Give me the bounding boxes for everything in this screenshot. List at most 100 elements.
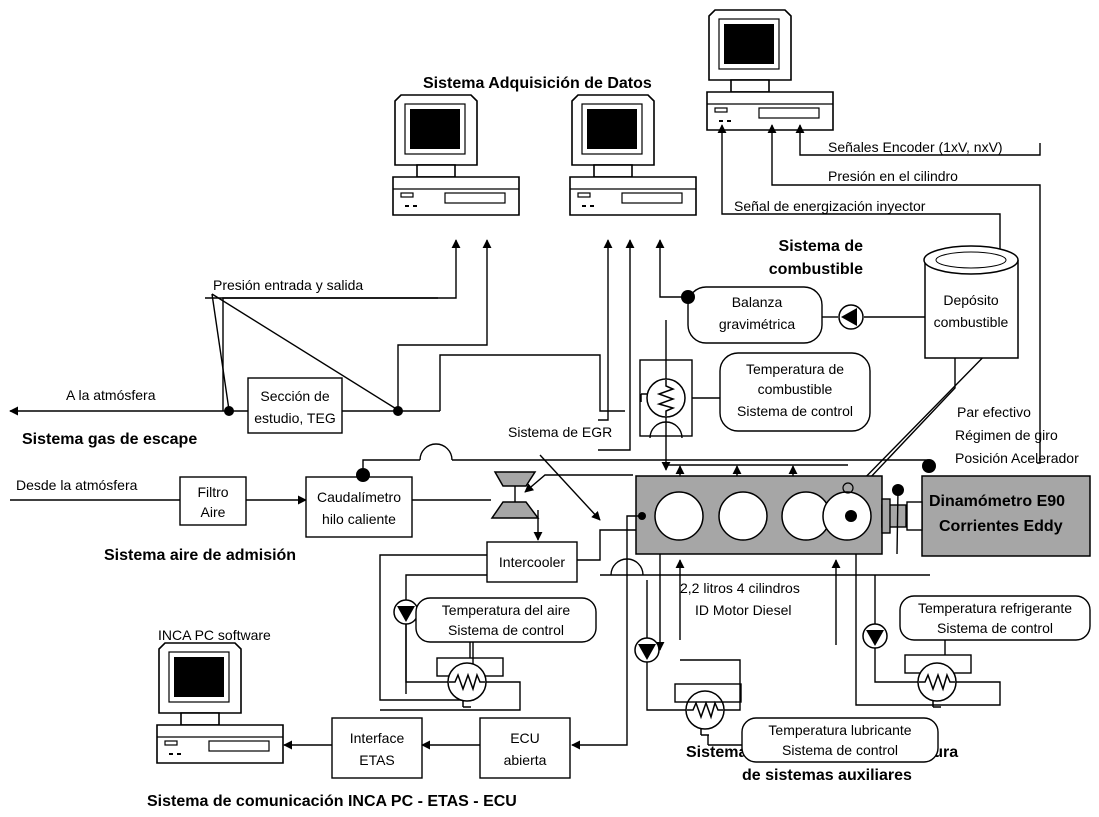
air-filter-box xyxy=(179,476,247,526)
pump-icon xyxy=(838,304,864,330)
fuel-temp-signal-line xyxy=(598,239,635,451)
intercooler-box xyxy=(486,541,578,583)
tank-label: combustible xyxy=(934,314,1009,330)
engine-to-ecu-line xyxy=(571,515,642,750)
label-to-atmosphere: A la atmósfera xyxy=(66,387,156,403)
egr-signal-line xyxy=(598,239,613,421)
etas-interface-box xyxy=(331,717,423,779)
computer-icon xyxy=(392,94,520,216)
pressure-pointer-line xyxy=(211,293,230,411)
pressure-sensor xyxy=(845,510,857,522)
flowmeter-sensor xyxy=(356,468,370,482)
scale-sensor xyxy=(681,290,695,304)
dynamometer-label: Corrientes Eddy xyxy=(939,518,1063,535)
coolant-temp-box xyxy=(899,595,1091,641)
lube-temp-box xyxy=(741,717,939,763)
engine-label: ID Motor Diesel xyxy=(695,602,791,618)
air-filter-label: Filtro xyxy=(197,484,228,500)
etas-label: Interface xyxy=(350,730,405,746)
title-fuel-system: combustible xyxy=(769,261,863,278)
pressure-tap-node xyxy=(224,406,234,416)
scale-label: gravimétrica xyxy=(719,316,795,332)
etas-label: ETAS xyxy=(359,752,395,768)
throttle-line xyxy=(896,489,899,555)
intercooler-label: Intercooler xyxy=(499,554,565,570)
ecu-crossover xyxy=(610,558,644,576)
dynamometer-box xyxy=(921,475,1091,557)
fuel-tank-icon xyxy=(923,245,1019,359)
ecu-box xyxy=(479,717,571,779)
title-data-acquisition: Sistema Adquisición de Datos xyxy=(423,75,652,92)
air-temp-label: Temperatura del aire xyxy=(442,602,571,618)
label-torque: Par efectivo xyxy=(957,404,1031,420)
computer-icon xyxy=(706,9,834,131)
lube-temp-label: Sistema de control xyxy=(782,742,898,758)
coolant-temp-label: Temperatura refrigerante xyxy=(918,600,1072,616)
encoder-sensor xyxy=(842,482,854,494)
air-temp-box xyxy=(415,597,597,643)
pressure-tap-node xyxy=(393,406,403,416)
dynamometer-label: Dinamómetro E90 xyxy=(929,493,1065,510)
scale-signal-line xyxy=(655,239,688,298)
flowmeter-label: hilo caliente xyxy=(322,511,396,527)
flowmeter-box xyxy=(305,476,413,538)
cylinder-2 xyxy=(718,491,768,541)
pump-icon xyxy=(862,623,888,649)
air-filter-label: Aire xyxy=(201,504,226,520)
turbocharger-icon xyxy=(490,471,540,519)
tank-label: Depósito xyxy=(943,292,998,308)
coolant-temp-label: Sistema de control xyxy=(937,620,1053,636)
inca-pc-label: INCA PC software xyxy=(158,627,271,643)
label-from-atmosphere: Desde la atmósfera xyxy=(16,477,138,493)
computer-icon xyxy=(569,94,697,216)
flowmeter-label: Caudalímetro xyxy=(317,489,401,505)
test-section-label: Sección de xyxy=(260,388,329,404)
fuel-temp-box xyxy=(719,352,871,432)
flowmeter-signal-line xyxy=(362,459,420,468)
scale-label: Balanza xyxy=(732,294,783,310)
pressure-signal-line xyxy=(397,239,492,411)
fuel-temp-label: Sistema de control xyxy=(737,403,853,419)
encoder-signal-line xyxy=(795,124,1041,156)
title-fuel-system: Sistema de xyxy=(779,238,864,255)
label-engine-speed: Régimen de giro xyxy=(955,427,1058,443)
test-section-label: estudio, TEG xyxy=(254,410,335,426)
heat-exchanger-icon xyxy=(917,662,957,708)
lube-loop xyxy=(646,662,686,711)
label-encoder-signals: Señales Encoder (1xV, nxV) xyxy=(828,139,1003,155)
scale-box xyxy=(687,286,823,344)
heat-exchanger-icon xyxy=(685,690,725,736)
ecu-label: ECU xyxy=(510,730,540,746)
dynamometer-flange xyxy=(881,498,891,534)
dynamometer-coupling xyxy=(906,501,923,531)
title-intake-system: Sistema aire de admisión xyxy=(104,547,296,564)
injector-signal-line xyxy=(717,124,1001,493)
air-cooling-loop xyxy=(405,624,448,683)
label-egr-system: Sistema de EGR xyxy=(508,424,612,440)
fuel-temp-label: combustible xyxy=(758,381,833,397)
cylinder-1 xyxy=(654,491,704,541)
air-temp-label: Sistema de control xyxy=(448,622,564,638)
fuel-temp-label: Temperatura de xyxy=(746,361,844,377)
pump-icon xyxy=(393,599,419,625)
engine-label: 2,2 litros 4 cilindros xyxy=(680,580,800,596)
label-cylinder-pressure: Presión en el cilindro xyxy=(828,168,958,184)
lube-hx-bracket xyxy=(674,683,742,703)
label-injector-signal: Señal de energización inyector xyxy=(734,198,926,214)
coolant-loop xyxy=(874,648,918,683)
cylinder-pressure-line xyxy=(767,124,1041,464)
title-communication-system: Sistema de comunicación INCA PC - ETAS -… xyxy=(147,793,517,810)
label-throttle-position: Posición Acelerador xyxy=(955,450,1079,466)
lube-loop xyxy=(680,659,741,711)
coolant-loop xyxy=(855,575,1001,706)
lube-temp-label: Temperatura lubricante xyxy=(768,722,911,738)
fuel-return-line xyxy=(649,421,683,439)
flowmeter-signal-line xyxy=(419,443,453,461)
pump-icon xyxy=(634,637,660,663)
egr-line xyxy=(539,454,601,521)
title-exhaust-system: Sistema gas de escape xyxy=(22,431,197,448)
title-temperature-control: de sistemas auxiliares xyxy=(742,767,912,784)
pressure-pointer-line xyxy=(211,293,399,411)
heat-exchanger-icon xyxy=(640,378,686,418)
label-pressure-in-out: Presión entrada y salida xyxy=(213,277,363,293)
